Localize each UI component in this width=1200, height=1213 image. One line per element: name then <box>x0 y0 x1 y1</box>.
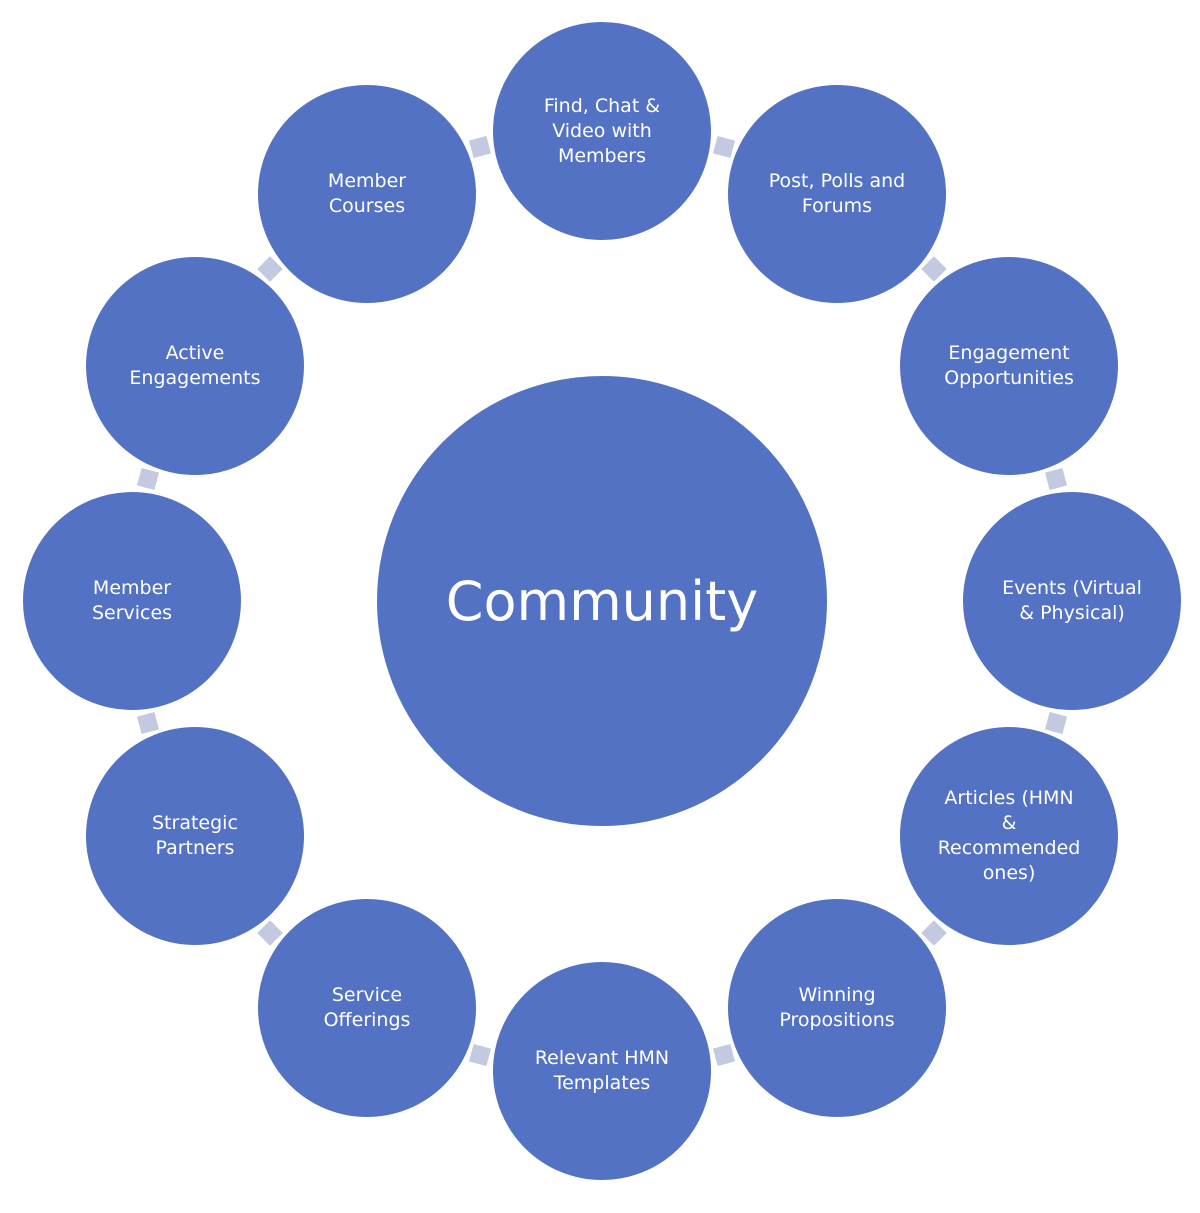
outer-node-service-offerings: Service Offerings <box>255 896 479 1121</box>
node-label: Engagement Opportunities <box>944 342 1074 389</box>
node-label: Member Courses <box>327 169 407 217</box>
node-label: Relevant HMN Templates <box>534 1047 670 1094</box>
outer-node-articles: Articles (HMN & Recommended ones) <box>897 724 1122 948</box>
node-label: Winning Propositions <box>779 984 895 1032</box>
node-label: Service Offerings <box>323 984 411 1032</box>
node-label: Find, Chat & Video with Members <box>543 94 661 167</box>
connector <box>136 468 160 491</box>
node-label: Strategic Partners <box>152 812 238 859</box>
node-label: Events (Virtual & Physical) <box>1002 577 1142 624</box>
outer-node-find-chat-video: Find, Chat & Video with Members <box>490 19 714 243</box>
outer-node-member-courses: Member Courses <box>255 81 479 306</box>
outer-node-events: Events (Virtual & Physical) <box>960 489 1184 713</box>
outer-node-post-polls-forums: Post, Polls and Forums <box>725 81 949 306</box>
node-label: Articles (HMN & Recommended ones) <box>937 787 1081 884</box>
connector <box>1044 468 1068 491</box>
outer-node-engagement-opportunities: Engagement Opportunities <box>897 254 1122 478</box>
center-node: Community <box>374 373 830 829</box>
node-label: Post, Polls and Forums <box>768 169 906 217</box>
outer-node-strategic-partners: Strategic Partners <box>82 724 307 948</box>
outer-node-winning-propositions: Winning Propositions <box>725 896 949 1121</box>
outer-node-active-engagements: Active Engagements <box>82 254 307 478</box>
outer-node-member-services: Member Services <box>20 489 244 713</box>
connector <box>469 1043 492 1067</box>
connector <box>469 135 492 159</box>
outer-node-relevant-templates: Relevant HMN Templates <box>490 959 714 1183</box>
center-label: Community <box>445 569 759 633</box>
node-label: Member Services <box>91 577 173 624</box>
node-label: Active Engagements <box>129 342 261 389</box>
